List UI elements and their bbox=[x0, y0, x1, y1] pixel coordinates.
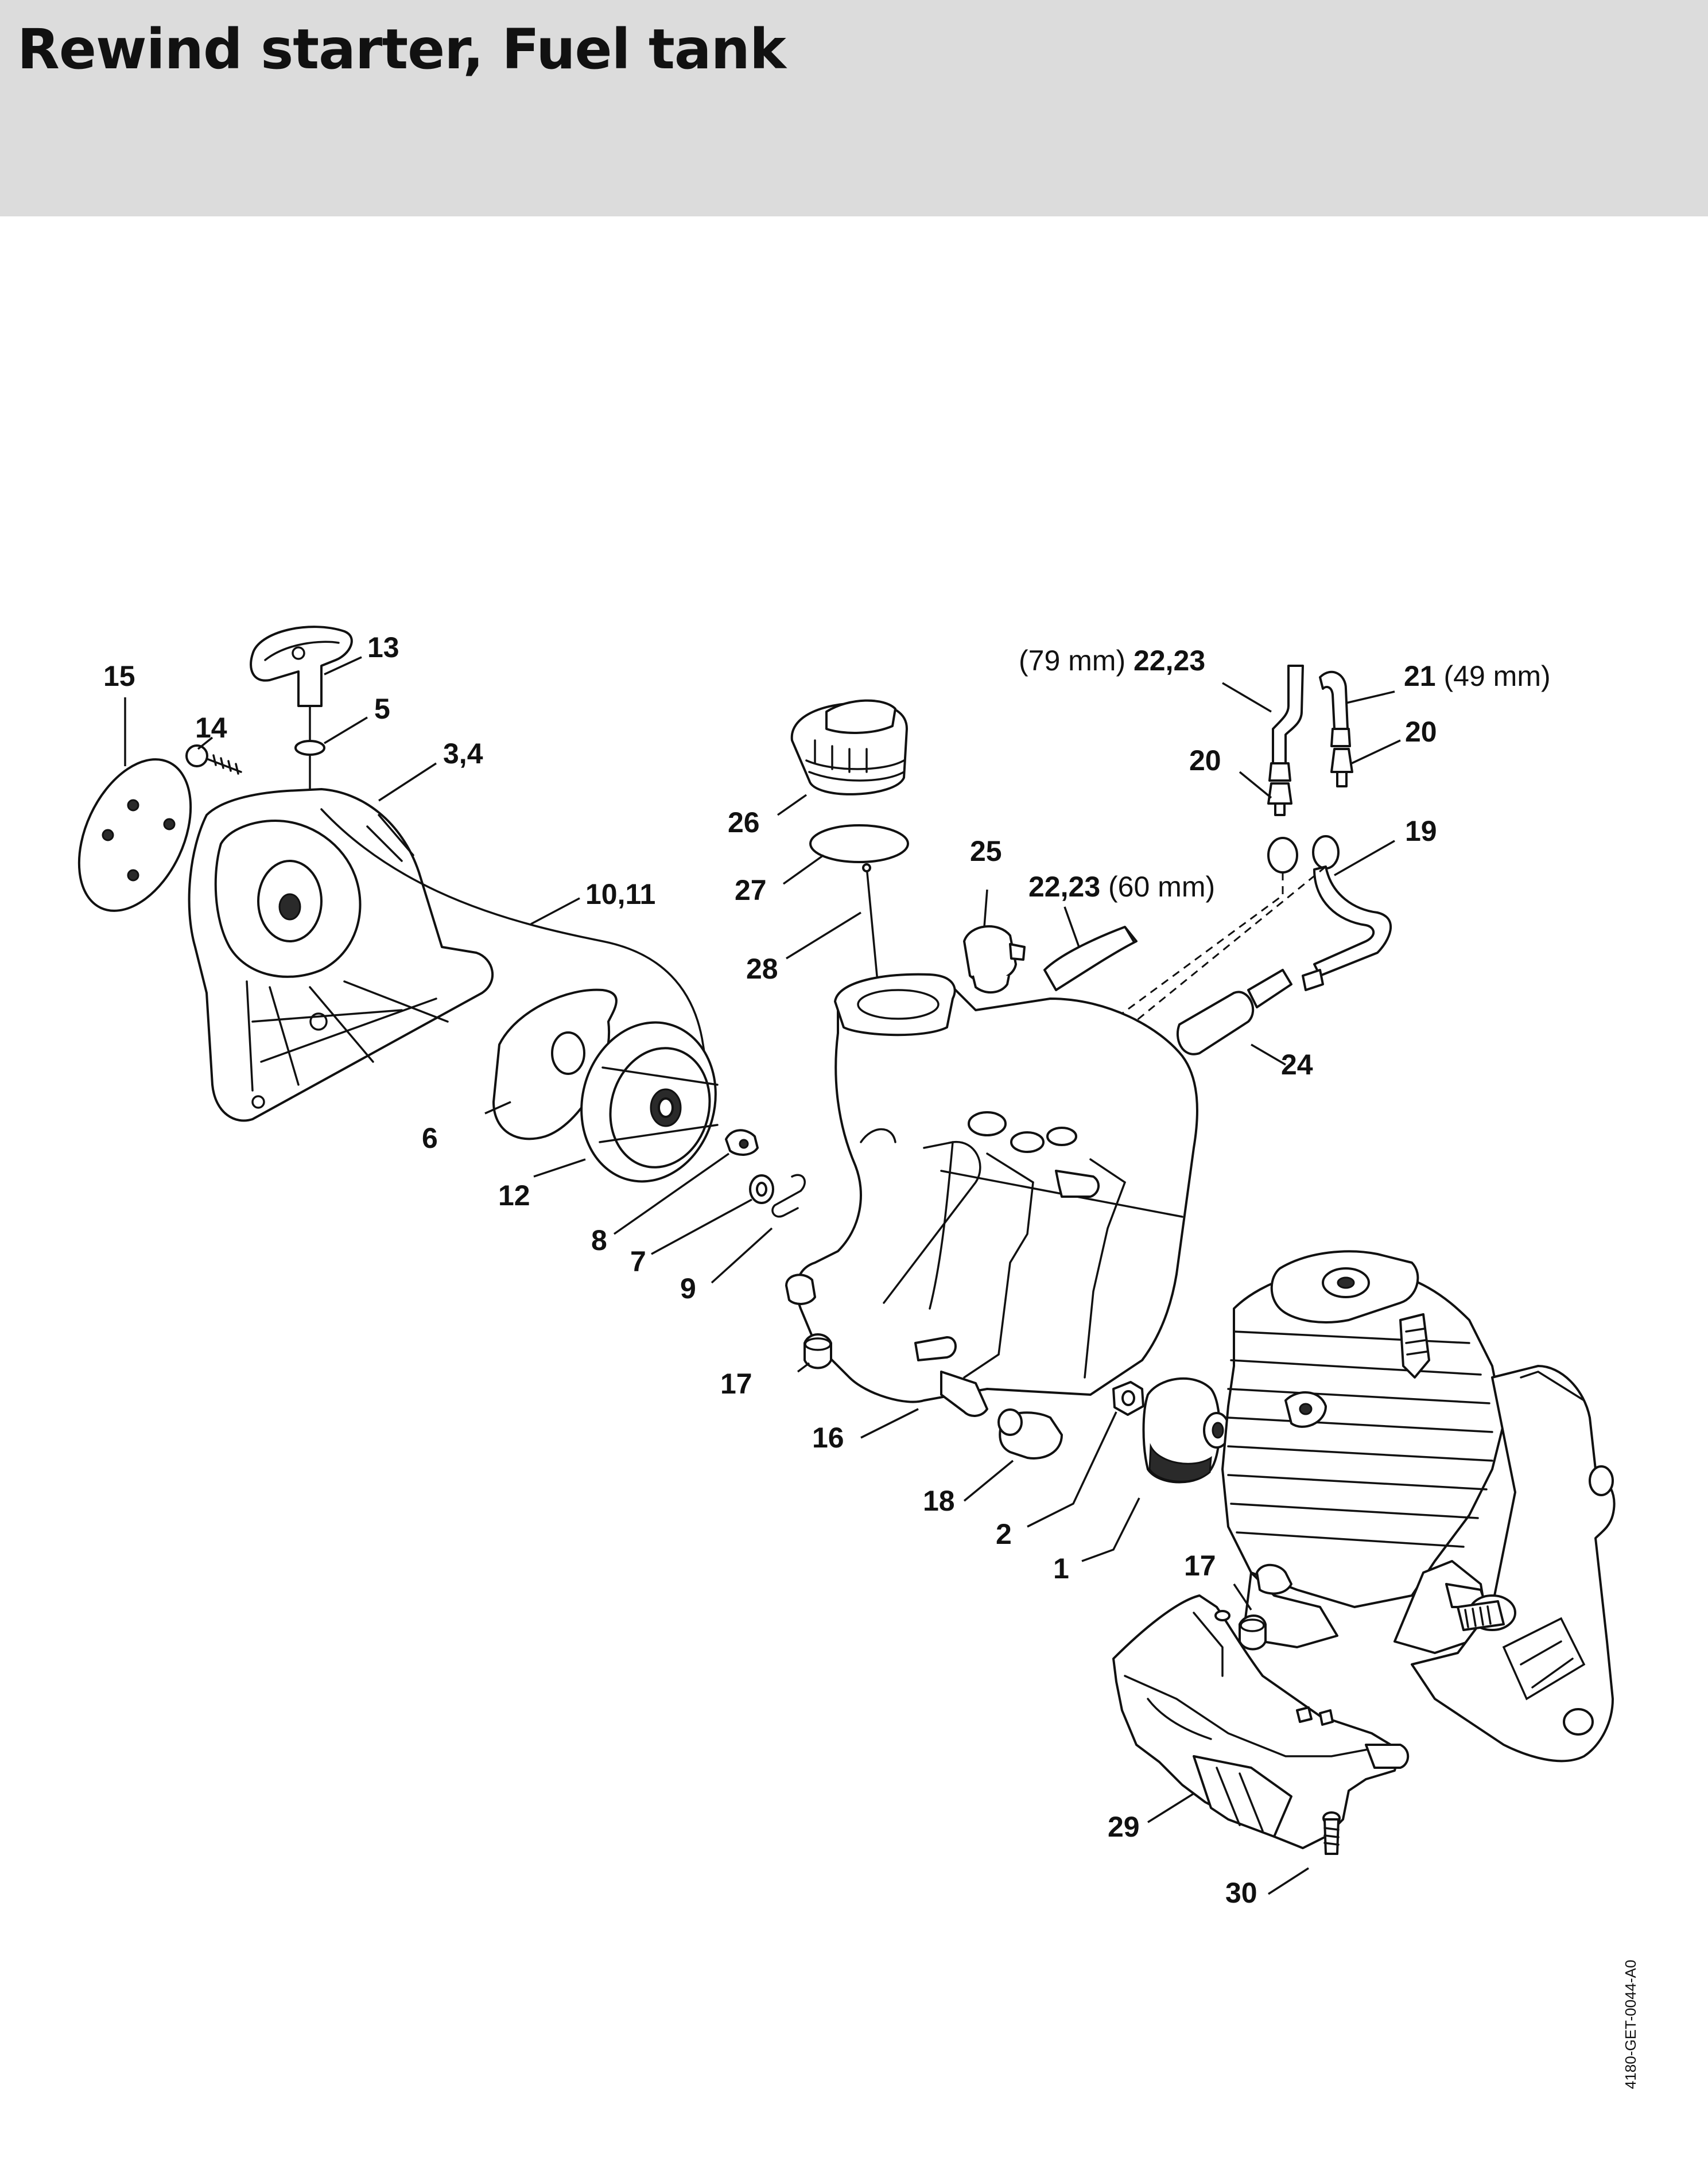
callout-30: 30 bbox=[1225, 1877, 1257, 1909]
callout-24: 24 bbox=[1281, 1049, 1313, 1081]
part-17-buffer-right bbox=[1239, 1614, 1267, 1651]
page-title: Rewind starter, Fuel tank bbox=[17, 17, 786, 81]
part-15-cover-plate bbox=[77, 758, 192, 912]
part-17-buffer-left bbox=[803, 1333, 832, 1369]
part-16-fuel-tank bbox=[785, 973, 1198, 1417]
callout-27: 27 bbox=[735, 874, 767, 906]
callout-12: 12 bbox=[498, 1179, 530, 1212]
part-27-o-ring bbox=[809, 824, 909, 863]
callout-7: 7 bbox=[630, 1245, 646, 1278]
callout-21: 21 (49 mm) bbox=[1404, 660, 1551, 692]
callout-22-23-top: (79 mm) 22,23 bbox=[1019, 645, 1205, 677]
part-30-screw bbox=[1322, 1811, 1341, 1855]
part-20-fitting-left bbox=[1267, 782, 1292, 816]
part-18-sleeve bbox=[997, 1408, 1063, 1460]
part-8-pawl bbox=[725, 1129, 759, 1156]
callout-18: 18 bbox=[923, 1485, 955, 1517]
part-1-annular-buffer bbox=[1142, 1377, 1230, 1484]
callout-13: 13 bbox=[367, 631, 399, 663]
callout-8: 8 bbox=[591, 1224, 607, 1256]
part-2-nut bbox=[1112, 1381, 1144, 1416]
part-25-valve bbox=[963, 925, 1026, 994]
part-13-starter-grip bbox=[250, 626, 353, 707]
page-header: Rewind starter, Fuel tank bbox=[0, 0, 1708, 216]
part-24-fuel-filter bbox=[1176, 969, 1292, 1055]
callout-14: 14 bbox=[195, 712, 227, 744]
callout-20-right: 20 bbox=[1405, 716, 1437, 748]
callout-16: 16 bbox=[812, 1422, 844, 1454]
part-5-washer bbox=[294, 706, 325, 790]
part-19-hose-assembly bbox=[1267, 835, 1392, 991]
part-26-filler-cap bbox=[790, 699, 908, 795]
part-14-screw bbox=[185, 744, 242, 775]
part-12-rope-rotor bbox=[580, 1021, 719, 1183]
callout-22-23-mid: 22,23 (60 mm) bbox=[1028, 871, 1215, 903]
assembly-line bbox=[1032, 872, 1284, 1080]
part-7-washer bbox=[749, 1174, 774, 1204]
callout-19: 19 bbox=[1405, 815, 1437, 847]
callout-2: 2 bbox=[996, 1518, 1012, 1550]
callout-10-11: 10,11 bbox=[585, 878, 655, 910]
callout-25: 25 bbox=[970, 835, 1002, 867]
callout-28: 28 bbox=[746, 953, 778, 985]
part-22-23-hose-79mm bbox=[1268, 665, 1304, 782]
callout-29: 29 bbox=[1108, 1811, 1140, 1843]
callout-20-left: 20 bbox=[1189, 744, 1221, 777]
part-21-hose-49mm bbox=[1319, 670, 1351, 747]
callout-17-left: 17 bbox=[720, 1368, 752, 1400]
callout-3-4: 3,4 bbox=[443, 738, 483, 770]
callout-1: 1 bbox=[1053, 1552, 1069, 1585]
leader-lines bbox=[124, 656, 1401, 1895]
engine-cylinder-context bbox=[1221, 1250, 1505, 1654]
callout-15: 15 bbox=[103, 660, 135, 692]
part-22-23-hose-60mm bbox=[1043, 926, 1138, 991]
part-29-shroud bbox=[1112, 1594, 1410, 1849]
callout-17-right: 17 bbox=[1184, 1550, 1216, 1582]
callout-26: 26 bbox=[728, 806, 760, 839]
document-id: 4180-GET-0044-A0 bbox=[1622, 1960, 1639, 2089]
part-9-spring-clip bbox=[771, 1174, 806, 1218]
callout-5: 5 bbox=[374, 693, 390, 725]
callout-9: 9 bbox=[680, 1272, 696, 1305]
crankcase-context bbox=[1411, 1365, 1616, 1763]
callout-6: 6 bbox=[422, 1122, 438, 1154]
part-20-fitting-right bbox=[1330, 748, 1353, 787]
callout-labels: 15 14 13 5 3,4 10,11 6 12 8 7 9 26 27 28… bbox=[103, 631, 1551, 1909]
part-3-4-fan-housing bbox=[188, 788, 494, 1122]
